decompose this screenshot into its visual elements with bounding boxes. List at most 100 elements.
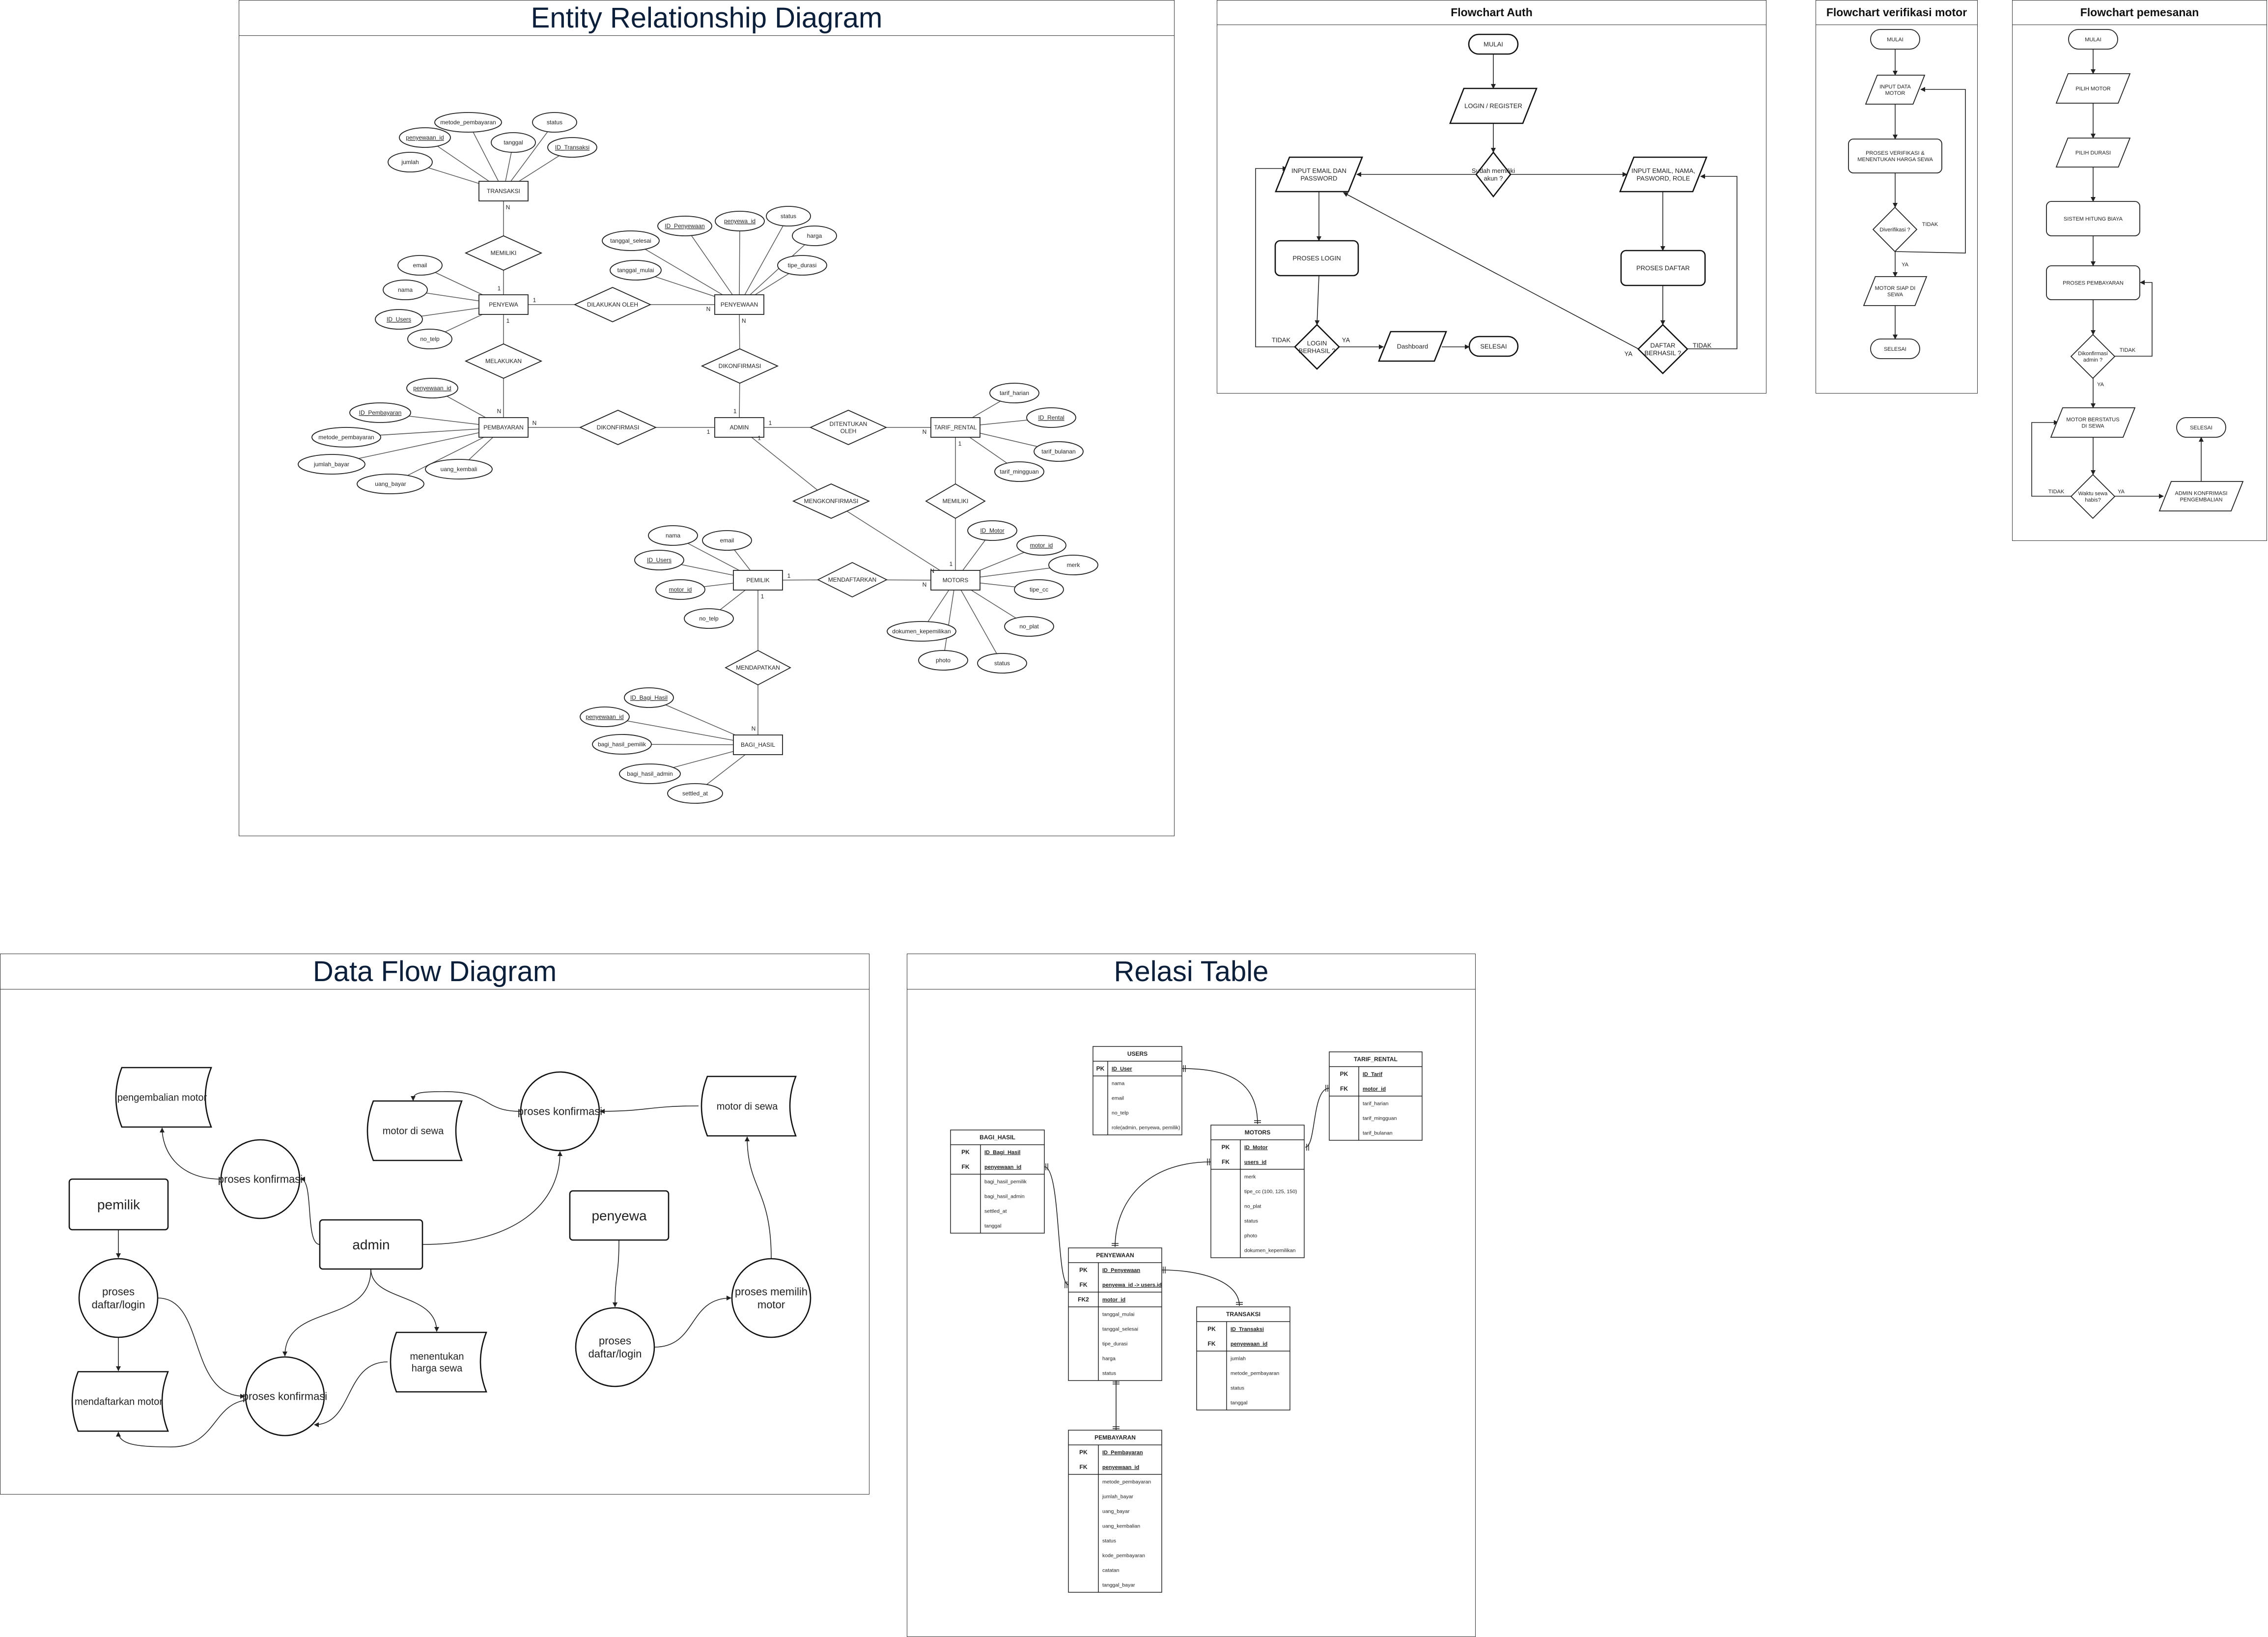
attribute-label: email xyxy=(413,262,427,269)
table-field: photo xyxy=(1244,1233,1257,1239)
key-type-line: FK xyxy=(1340,1085,1348,1092)
attribute-label-line: bagi_hasil_admin xyxy=(627,770,672,777)
dfd-node-label-line: motor di sewa xyxy=(383,1126,444,1137)
key-type: PK xyxy=(1079,1267,1088,1273)
dfd-entity: pemilik xyxy=(68,1178,169,1231)
key-type-line: FK xyxy=(1080,1281,1088,1288)
erd-attribute: bagi_hasil_pemilik xyxy=(592,734,652,755)
attribute-ellipse xyxy=(648,525,698,546)
flow-node: INPUT EMAIL, NAMA,PASWORD, ROLE xyxy=(1619,156,1708,193)
attribute-label-line: photo xyxy=(936,657,951,664)
erd-entity: TARIF_RENTAL xyxy=(930,417,980,438)
dfd-node-label-line: proses konfirmasi xyxy=(218,1173,303,1185)
attribute-link xyxy=(739,235,815,305)
erd-attribute: status xyxy=(977,653,1027,674)
entity-box xyxy=(733,570,783,591)
cardinality-label-line: 1 xyxy=(533,297,536,304)
erd-entity: PENYEWAAN xyxy=(714,294,764,315)
entity-rect xyxy=(569,1190,670,1241)
table-field: tanggal_selesai xyxy=(1102,1327,1138,1332)
decision-shape xyxy=(1294,324,1340,370)
attribute-label-line: no_plat xyxy=(1019,623,1039,630)
terminator-shape xyxy=(2176,417,2226,438)
erd-attribute: motor_id xyxy=(655,579,705,600)
flow-node-label-line: MULAI xyxy=(2085,37,2101,43)
attribute-label: motor_id xyxy=(1030,542,1053,549)
table-field: no_plat xyxy=(1244,1204,1261,1210)
table-field: tanggal xyxy=(1231,1400,1247,1406)
entity-label: MOTORS xyxy=(943,577,968,584)
table-field-line: tanggal xyxy=(984,1223,1001,1229)
attribute-ellipse xyxy=(602,230,660,251)
attribute-label: uang_kembali xyxy=(441,466,477,473)
attribute-label-line: metode_pembayaran xyxy=(440,119,496,126)
table-name: TRANSAKSI xyxy=(1226,1311,1260,1318)
attribute-link xyxy=(604,716,758,745)
attribute-ellipse xyxy=(684,608,734,629)
attribute-ellipse xyxy=(388,152,433,172)
flow-node-label: SELESAI xyxy=(2190,425,2212,431)
attribute-ellipse xyxy=(702,530,752,551)
cardinality-label-line: 1 xyxy=(506,317,510,324)
flow-node: PROSES LOGIN xyxy=(1274,240,1359,277)
dfd-node-label: motor di sewa xyxy=(717,1101,778,1112)
flow-node-label-line: SELESAI xyxy=(2190,425,2212,431)
key-type-line: FK xyxy=(1208,1340,1216,1347)
flow-arrow xyxy=(1687,174,1737,349)
flow-node-label-line: PILIH MOTOR xyxy=(2075,86,2110,92)
table-field: uang_bayar xyxy=(1102,1509,1130,1515)
data-store-shape xyxy=(115,1067,212,1128)
relationship-label: DILAKUKAN OLEH xyxy=(587,301,638,308)
attribute-label-line: ID_Penyewaan xyxy=(665,223,704,229)
io-shape xyxy=(2055,138,2131,168)
cardinality-label: 1 xyxy=(761,593,764,600)
attribute-label-line: ID_Pembayaran xyxy=(359,409,402,416)
erd-attribute: tarif_bulanan xyxy=(1034,441,1084,462)
attribute-label: uang_bayar xyxy=(375,480,406,487)
flow-node-label-line: PASWORD, ROLE xyxy=(1637,174,1690,182)
attribute-ellipse xyxy=(667,783,723,804)
data-flow-arrow xyxy=(411,1091,521,1112)
dfd-node-label: motor di sewa xyxy=(383,1126,444,1137)
attribute-ellipse xyxy=(580,706,630,727)
dfd-store: motor di sewa xyxy=(366,1100,463,1161)
attribute-ellipse xyxy=(298,454,365,475)
data-flow-arrow xyxy=(160,1128,222,1180)
attribute-label: ID_Bagi_Hasil xyxy=(630,694,668,701)
cardinality-label-line: N xyxy=(923,581,927,588)
attribute-label-line: tipe_durasi xyxy=(788,262,817,269)
attribute-label: penyewaan_id xyxy=(413,385,451,392)
entity-label-line: ADMIN xyxy=(730,424,749,431)
cardinality-label-line: 1 xyxy=(769,420,772,426)
dfd-node-label: proses konfirmasi xyxy=(518,1105,602,1118)
attribute-label: tarif_bulanan xyxy=(1041,448,1075,455)
table-field: jumlah_bayar xyxy=(1102,1494,1134,1500)
erd-attribute: nama xyxy=(383,280,428,300)
relationship-label-line: DILAKUKAN OLEH xyxy=(587,301,638,308)
terminator-shape xyxy=(2068,29,2118,50)
flow-node-label-line: ADMIN KONFRIMASI xyxy=(2175,490,2228,496)
attribute-label: ID_Pembayaran xyxy=(359,409,402,416)
flow-node-label: MULAI xyxy=(1887,37,1904,43)
erd-attribute: photo xyxy=(918,650,968,671)
attribute-link xyxy=(739,216,789,305)
dfd-node-label-line: harga sewa xyxy=(412,1363,463,1374)
process-shape xyxy=(2046,201,2140,236)
flow-edge-label-line: TIDAK xyxy=(2120,347,2136,353)
erd-relationship: DIKONFIRMASI xyxy=(579,410,657,445)
key-type: FK xyxy=(1080,1281,1088,1288)
relationship-label: DIKONFIRMASI xyxy=(719,363,761,369)
dfd-node-label-line: motor xyxy=(757,1298,785,1311)
relationship-diamond xyxy=(700,348,779,384)
flow-node-label: INPUT EMAIL, NAMA,PASWORD, ROLE xyxy=(1631,167,1695,182)
attribute-link xyxy=(630,240,740,305)
attribute-label-line: metode_pembayaran xyxy=(318,434,374,441)
attribute-label: jumlah xyxy=(401,159,419,166)
flow-node-label: Diverifikasi ? xyxy=(1879,227,1910,233)
cardinality-label-line: 1 xyxy=(733,408,737,415)
entity-label: PEMILIK xyxy=(746,577,769,584)
